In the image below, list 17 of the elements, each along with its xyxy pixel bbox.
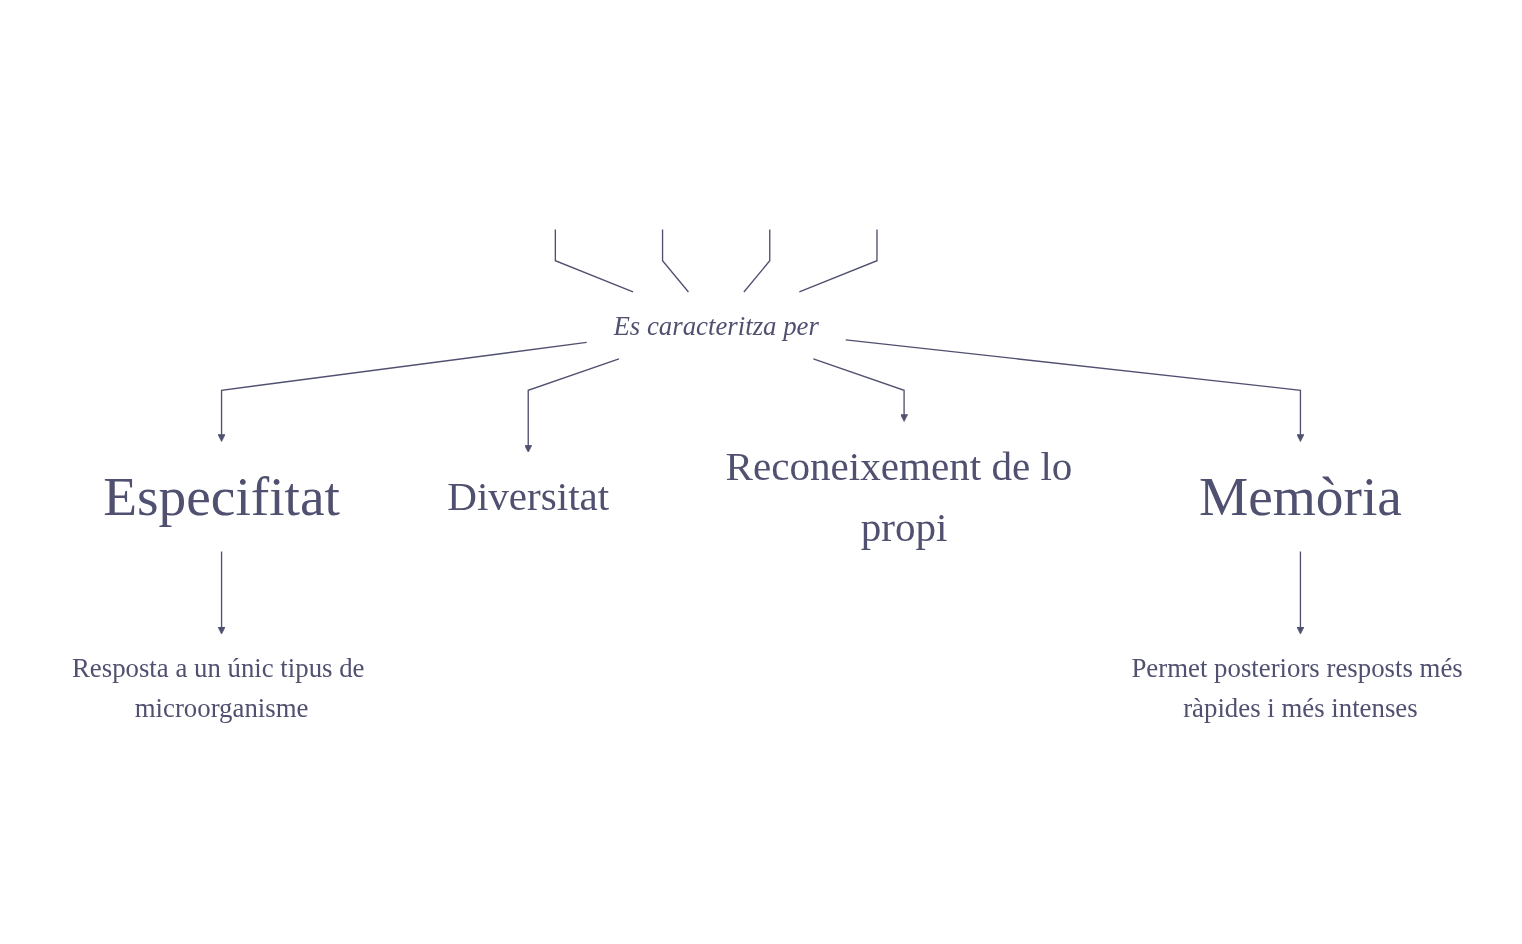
arrow xyxy=(1296,550,1305,635)
connector xyxy=(798,228,878,293)
arrow xyxy=(812,358,908,422)
connector xyxy=(661,228,690,293)
arrow xyxy=(845,339,1305,442)
node-text: Es caracteritza per xyxy=(613,310,819,341)
arrow xyxy=(524,358,620,453)
arrow xyxy=(217,550,226,635)
node-text: Memòria xyxy=(1198,465,1402,527)
node-text: Diversitat xyxy=(447,473,610,520)
node-text: Resposta a un únic tipus de microorganisme xyxy=(71,652,365,723)
arrow xyxy=(217,341,588,442)
connector xyxy=(743,228,771,293)
connector xyxy=(554,228,634,293)
node-text: Reconeixement de lo propi xyxy=(725,442,1073,551)
node-text: Especifitat xyxy=(103,465,340,527)
node-text: Permet posteriors resposts més ràpides i més intenses xyxy=(1131,652,1463,723)
